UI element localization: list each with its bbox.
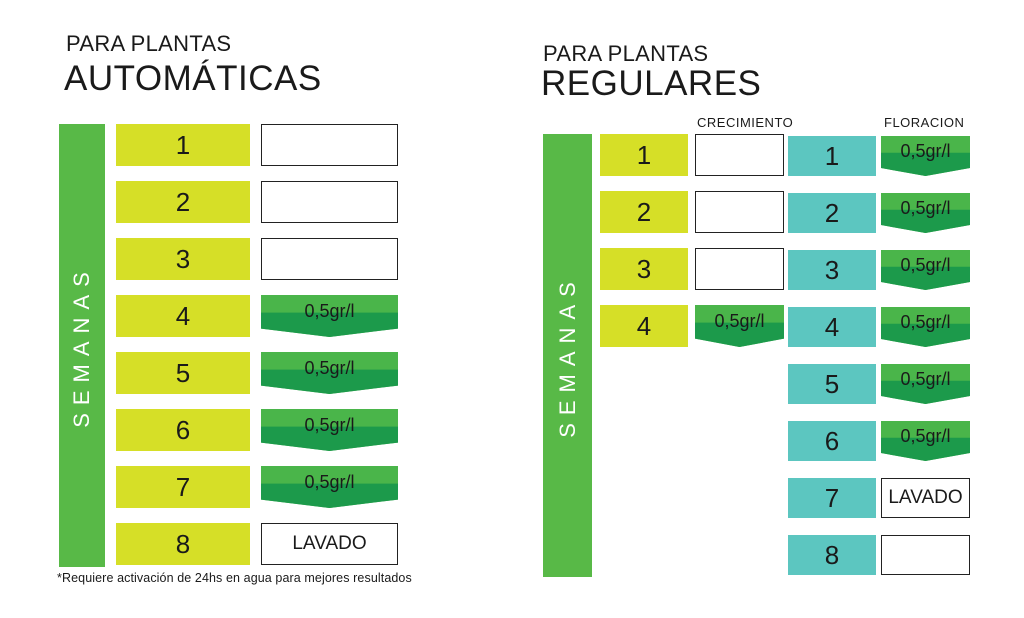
arrow-banner-shape [881, 250, 970, 290]
dose-box-7: LAVADO [881, 478, 970, 518]
dose-arrow-6: 0,5gr/l [881, 421, 970, 461]
dose-arrow-7: 0,5gr/l [261, 466, 398, 508]
regular-sidebar-label: SEMANAS [554, 273, 580, 438]
empty-box-2 [695, 191, 784, 233]
week-cell-1: 1 [116, 124, 250, 166]
dose-label: 0,5gr/l [900, 140, 951, 161]
dose-label: 0,5gr/l [304, 300, 355, 321]
arrow-banner-shape [881, 364, 970, 404]
dose-arrow-6: 0,5gr/l [261, 409, 398, 451]
dose-label: 0,5gr/l [714, 310, 765, 331]
dose-label: 0,5gr/l [304, 357, 355, 378]
dose-arrow-4: 0,5gr/l [261, 295, 398, 337]
arrow-banner-shape [881, 421, 970, 461]
dose-label: LAVADO [292, 533, 367, 554]
dose-arrow-3: 0,5gr/l [881, 250, 970, 290]
dose-arrow-5: 0,5gr/l [881, 364, 970, 404]
week-cell-3: 3 [788, 250, 876, 290]
dose-arrow-4: 0,5gr/l [695, 305, 784, 347]
empty-box-1 [695, 134, 784, 176]
empty-box-1 [261, 124, 398, 166]
dose-label: 0,5gr/l [900, 311, 951, 332]
regular-sidebar: SEMANAS [543, 134, 592, 577]
arrow-banner-shape [261, 466, 398, 508]
growth-header: CRECIMIENTO [697, 115, 794, 130]
dose-label: LAVADO [888, 487, 963, 508]
week-cell-6: 6 [788, 421, 876, 461]
dose-box-8: LAVADO [261, 523, 398, 565]
arrow-banner-shape [261, 295, 398, 337]
empty-box-3 [261, 238, 398, 280]
week-cell-2: 2 [788, 193, 876, 233]
regular-subtitle: PARA PLANTAS [543, 41, 709, 66]
week-cell-6: 6 [116, 409, 250, 451]
week-cell-1: 1 [600, 134, 688, 176]
week-cell-2: 2 [116, 181, 250, 223]
dose-label: 0,5gr/l [900, 197, 951, 218]
week-cell-8: 8 [116, 523, 250, 565]
week-cell-7: 7 [788, 478, 876, 518]
dose-arrow-5: 0,5gr/l [261, 352, 398, 394]
flower-header: FLORACION [884, 115, 965, 130]
dose-arrow-2: 0,5gr/l [881, 193, 970, 233]
week-cell-1: 1 [788, 136, 876, 176]
dose-label: 0,5gr/l [900, 425, 951, 446]
week-cell-4: 4 [116, 295, 250, 337]
empty-box-3 [695, 248, 784, 290]
auto-sidebar-label: SEMANAS [69, 263, 94, 428]
dose-arrow-4: 0,5gr/l [881, 307, 970, 347]
week-cell-8: 8 [788, 535, 876, 575]
regular-title: REGULARES [541, 64, 762, 103]
week-cell-3: 3 [116, 238, 250, 280]
arrow-banner-shape [881, 193, 970, 233]
week-cell-5: 5 [116, 352, 250, 394]
dose-label: 0,5gr/l [304, 414, 355, 435]
empty-box-2 [261, 181, 398, 223]
auto-sidebar: SEMANAS [59, 124, 105, 567]
week-cell-3: 3 [600, 248, 688, 290]
week-cell-5: 5 [788, 364, 876, 404]
empty-box-8 [881, 535, 970, 575]
dose-arrow-1: 0,5gr/l [881, 136, 970, 176]
dose-label: 0,5gr/l [900, 254, 951, 275]
week-cell-4: 4 [600, 305, 688, 347]
auto-footnote: *Requiere activación de 24hs en agua par… [57, 571, 412, 585]
auto-title: AUTOMÁTICAS [64, 59, 322, 98]
week-cell-2: 2 [600, 191, 688, 233]
arrow-banner-shape [881, 307, 970, 347]
arrow-banner-shape [695, 305, 784, 347]
arrow-banner-shape [261, 352, 398, 394]
arrow-banner-shape [881, 136, 970, 176]
week-cell-4: 4 [788, 307, 876, 347]
dose-label: 0,5gr/l [900, 368, 951, 389]
arrow-banner-shape [261, 409, 398, 451]
week-cell-7: 7 [116, 466, 250, 508]
auto-subtitle: PARA PLANTAS [66, 31, 232, 56]
dose-label: 0,5gr/l [304, 471, 355, 492]
